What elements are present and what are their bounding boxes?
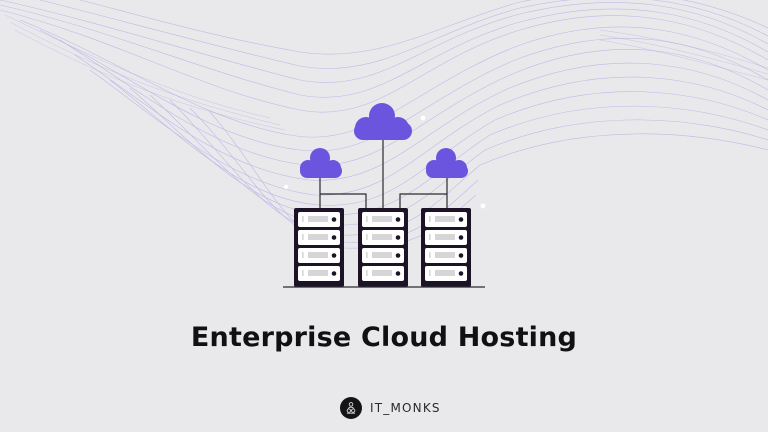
brand-name: IT_MONKS bbox=[370, 401, 441, 415]
network-connector-lines bbox=[319, 138, 448, 208]
cloud-icon-right bbox=[426, 148, 468, 178]
brand-logo-link[interactable]: IT_MONKS bbox=[340, 397, 441, 419]
page-title: Enterprise Cloud Hosting bbox=[190, 322, 578, 353]
cloud-icon-center bbox=[354, 103, 412, 140]
monk-figure-icon bbox=[340, 397, 362, 419]
server-unit-details bbox=[302, 216, 464, 276]
cloud-icon-left bbox=[300, 148, 342, 178]
